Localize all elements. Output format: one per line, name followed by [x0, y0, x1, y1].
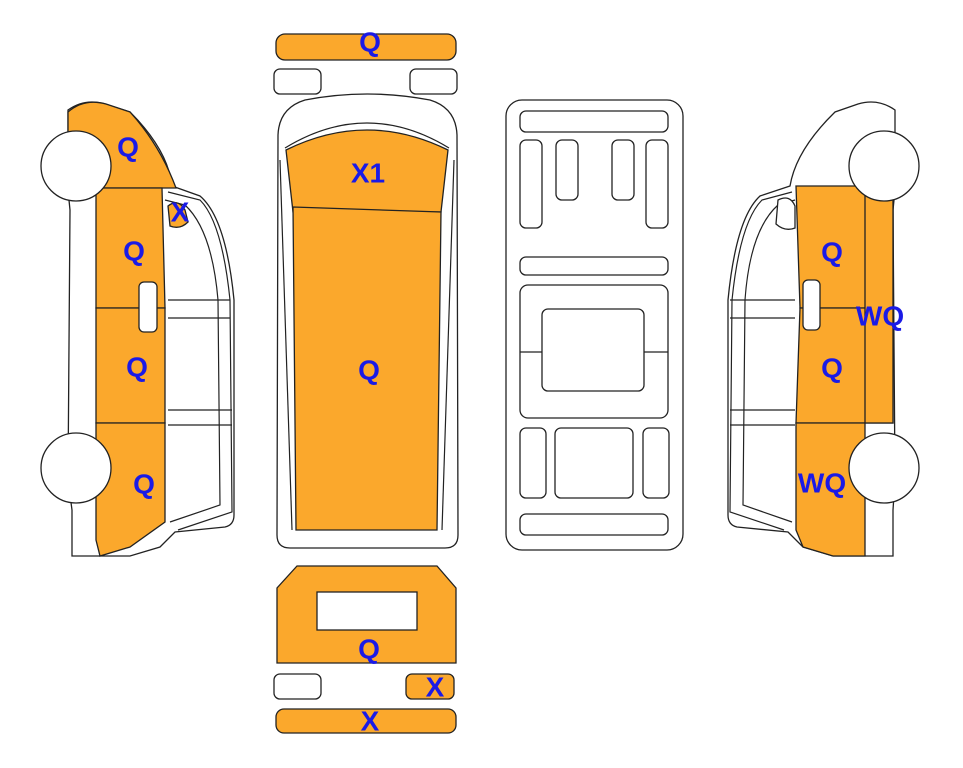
label-rear-lamp-right: X	[426, 672, 445, 703]
underbody-view	[505, 99, 684, 551]
right-side-view	[727, 101, 920, 557]
top-side-line-right	[441, 159, 455, 531]
underbody-rear-2	[554, 427, 634, 499]
label-right-front-door: Q	[821, 237, 843, 268]
label-left-front-door: Q	[123, 236, 145, 267]
label-roof: Q	[358, 355, 380, 386]
label-left-rear-quarter: Q	[133, 469, 155, 500]
front-view	[273, 33, 458, 95]
hood-panel[interactable]	[285, 129, 449, 213]
underbody-tank	[541, 308, 645, 392]
label-right-middle-panel: Q	[821, 353, 843, 384]
rear-lamp-right-panel[interactable]	[405, 673, 455, 700]
label-left-front-fender: Q	[117, 132, 139, 163]
label-rear-bumper: X	[361, 706, 380, 737]
underbody-rear-1	[519, 427, 547, 499]
label-rear-door: Q	[358, 634, 380, 665]
label-left-mirror: X	[171, 197, 190, 228]
rear-lamp-left-panel[interactable]	[273, 673, 322, 700]
left-door-handle	[138, 281, 158, 333]
left-rear-wheel	[40, 432, 112, 504]
left-rear-quarter-panel[interactable]	[95, 422, 166, 557]
top-side-line-left	[279, 159, 293, 531]
rear-view	[273, 565, 457, 734]
damage-labels: Q X1 Q Q X X Q X Q Q Q Q WQ Q WQ	[117, 27, 904, 737]
left-mirror-panel[interactable]	[167, 202, 189, 228]
label-right-rocker: WQ	[856, 301, 904, 332]
right-front-wheel	[848, 130, 920, 202]
label-right-rear-quarter: WQ	[798, 468, 846, 499]
left-side-view	[40, 101, 235, 557]
front-lamp-right-panel[interactable]	[409, 68, 458, 95]
label-front-bumper: Q	[359, 27, 381, 58]
underbody-bar-front	[519, 110, 669, 133]
underbody-bar-rear	[519, 513, 669, 536]
underbody-bar-mid	[519, 256, 669, 276]
right-mirror	[775, 197, 796, 230]
label-hood: X1	[351, 158, 385, 189]
underbody-rail-2	[555, 139, 579, 201]
front-lamp-left-panel[interactable]	[273, 68, 322, 95]
underbody-rail-1	[519, 139, 543, 229]
right-rocker-panel[interactable]	[864, 185, 894, 424]
underbody-rail-3	[611, 139, 635, 201]
roof-panel[interactable]	[292, 206, 442, 531]
right-rear-wheel	[848, 432, 920, 504]
label-left-sliding-door: Q	[126, 352, 148, 383]
rear-window	[316, 591, 418, 631]
left-front-wheel	[40, 130, 112, 202]
rear-bumper-panel[interactable]	[275, 708, 457, 734]
front-bumper-panel[interactable]	[275, 33, 457, 61]
top-windshield-line	[284, 122, 450, 149]
underbody-rail-4	[645, 139, 669, 229]
top-view	[276, 93, 459, 549]
right-door-handle	[802, 279, 821, 331]
underbody-rear-3	[642, 427, 670, 499]
